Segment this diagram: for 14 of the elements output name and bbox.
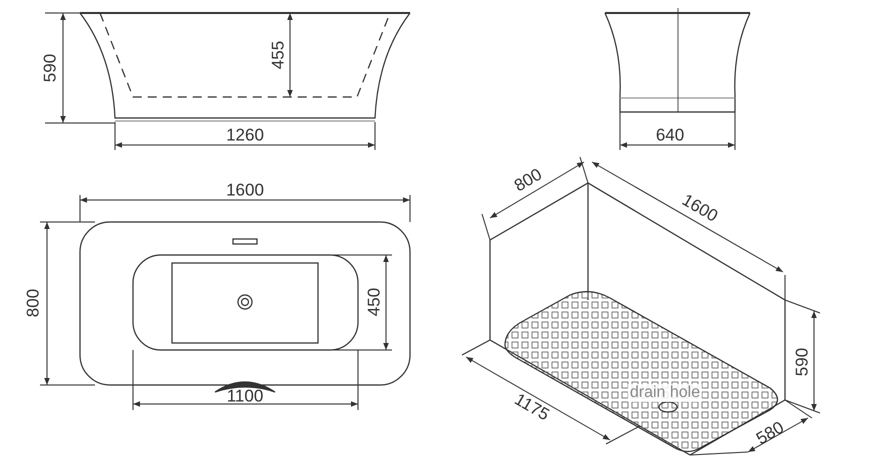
dimension-label: 1100 <box>226 388 264 404</box>
dimension-label: 640 <box>656 126 684 144</box>
dimension-label: 1600 <box>226 182 264 198</box>
dimension-label: 580 <box>753 418 787 448</box>
dimension-label: 1260 <box>226 126 264 144</box>
dimension-label: 800 <box>24 288 42 318</box>
dimension-label: 590 <box>794 348 810 376</box>
dimension-label: 450 <box>366 288 382 316</box>
dimension-label: 1175 <box>512 390 552 424</box>
dimension-label: 455 <box>270 40 286 70</box>
dimension-label: 1600 <box>679 191 721 225</box>
drain-hole-label: drain hole <box>628 384 702 402</box>
dimension-label: 800 <box>511 166 545 194</box>
dimension-label: 590 <box>42 54 58 82</box>
